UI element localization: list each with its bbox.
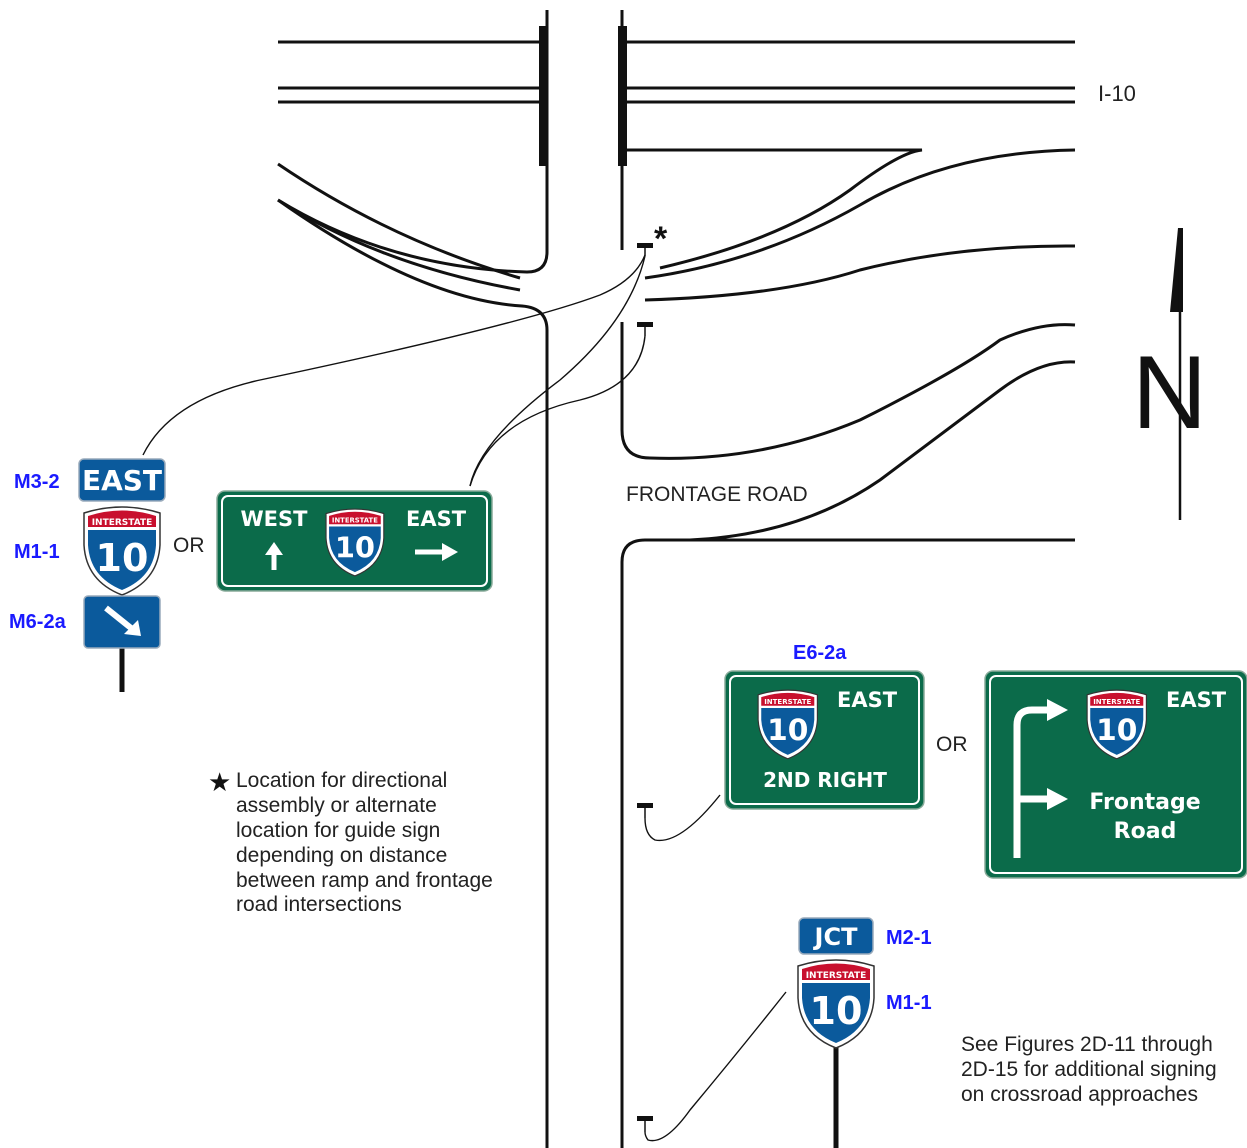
note-line: between ramp and frontage xyxy=(236,869,493,892)
shield-top-text: INTERSTATE xyxy=(764,697,811,706)
m1-1-interstate-shield-icon: INTERSTATE 10 xyxy=(83,506,161,596)
m6-2a-label: M6-2a xyxy=(9,611,67,633)
jct-text: JCT xyxy=(813,923,859,951)
shield-route-number: 10 xyxy=(1096,712,1137,747)
freeway-i10 xyxy=(278,40,1075,104)
shield-route-number: 10 xyxy=(810,989,863,1033)
note-line: depending on distance xyxy=(236,844,447,867)
arrow-right-icon xyxy=(415,543,458,561)
sign-location-markers: * xyxy=(637,220,668,1132)
arrow-up-icon xyxy=(265,542,283,570)
left-sign-assembly: EAST INTERSTATE 10 M3-2 M1-1 M6-2a xyxy=(9,458,166,692)
arrow-branch-right-icon xyxy=(1017,788,1068,810)
north-arrow-icon: N xyxy=(1132,228,1207,520)
marker-jct xyxy=(637,1116,653,1132)
or-label-2: OR xyxy=(936,733,968,756)
e6-2a-guide-sign: INTERSTATE 10 EAST 2ND RIGHT xyxy=(724,670,925,810)
e6-2a-label: E6-2a xyxy=(793,642,847,664)
m1-1-label: M1-1 xyxy=(14,541,60,563)
m2-1-junction-sign xyxy=(798,917,874,955)
guide-sign-west-east: WEST EAST INTERSTATE 10 xyxy=(216,490,493,592)
frontage-road-label: FRONTAGE ROAD xyxy=(626,483,808,506)
location-note: ★ Location for directional assembly or a… xyxy=(208,768,493,916)
marker-guide xyxy=(637,322,653,336)
shield-route-number: 10 xyxy=(335,531,375,565)
asterisk-marker: * xyxy=(654,220,668,258)
bridge-piers xyxy=(539,26,627,166)
note-line: location for guide sign xyxy=(236,819,440,842)
shield-top-text: INTERSTATE xyxy=(332,517,378,525)
north-label: N xyxy=(1132,335,1207,451)
m2-1-label: M2-1 xyxy=(886,927,932,949)
crossroad xyxy=(277,10,1075,1148)
e6-bottom-text: 2ND RIGHT xyxy=(763,768,887,792)
leader-lines xyxy=(142,254,787,1142)
m3-2-direction-text: EAST xyxy=(82,464,162,497)
or-label-1: OR xyxy=(173,534,205,557)
m1-1-bottom-label: M1-1 xyxy=(886,992,932,1014)
east-direction-text: EAST xyxy=(406,507,467,531)
ramps xyxy=(620,148,1076,542)
shield-route-number: 10 xyxy=(767,712,808,747)
arrow-down-right-icon xyxy=(104,605,141,636)
frontage-road-guide-sign: INTERSTATE 10 EAST Frontage Road xyxy=(984,670,1247,879)
note-line: assembly or alternate xyxy=(236,794,437,817)
note-line: road intersections xyxy=(236,893,402,916)
see-note-line: 2D-15 for additional signing xyxy=(961,1058,1217,1081)
bottom-interstate-shield-icon: INTERSTATE 10 xyxy=(797,959,875,1049)
marker-directional xyxy=(637,243,653,256)
see-figures-note: See Figures 2D-11 through 2D-15 for addi… xyxy=(961,1033,1217,1106)
see-note-line: See Figures 2D-11 through xyxy=(961,1033,1213,1056)
shield-top-text: INTERSTATE xyxy=(1093,697,1140,706)
e6-interstate-shield-icon: INTERSTATE 10 xyxy=(757,689,818,760)
shield-route-number: 10 xyxy=(96,536,149,580)
frontage-interstate-shield-icon: INTERSTATE 10 xyxy=(1086,689,1147,760)
arrow-up-right-icon xyxy=(1013,699,1068,858)
see-note-line: on crossroad approaches xyxy=(961,1083,1198,1106)
marker-e6 xyxy=(637,803,653,818)
west-direction-text: WEST xyxy=(241,507,309,531)
m3-2-label: M3-2 xyxy=(14,471,60,493)
frontage-line2-text: Road xyxy=(1114,819,1177,844)
star-icon: ★ xyxy=(208,768,231,798)
shield-top-text: INTERSTATE xyxy=(806,971,867,981)
note-line: Location for directional xyxy=(236,769,447,792)
shield-top-text: INTERSTATE xyxy=(92,518,153,528)
bottom-sign-assembly: JCT INTERSTATE 10 M2-1 M1-1 xyxy=(797,917,932,1148)
frontage-direction-text: EAST xyxy=(1166,688,1227,712)
guide-interstate-shield-icon: INTERSTATE 10 xyxy=(325,508,385,577)
m3-2-cardinal-sign xyxy=(78,458,166,502)
e6-direction-text: EAST xyxy=(837,688,898,712)
frontage-line1-text: Frontage xyxy=(1089,790,1200,815)
highway-label: I-10 xyxy=(1098,81,1136,106)
